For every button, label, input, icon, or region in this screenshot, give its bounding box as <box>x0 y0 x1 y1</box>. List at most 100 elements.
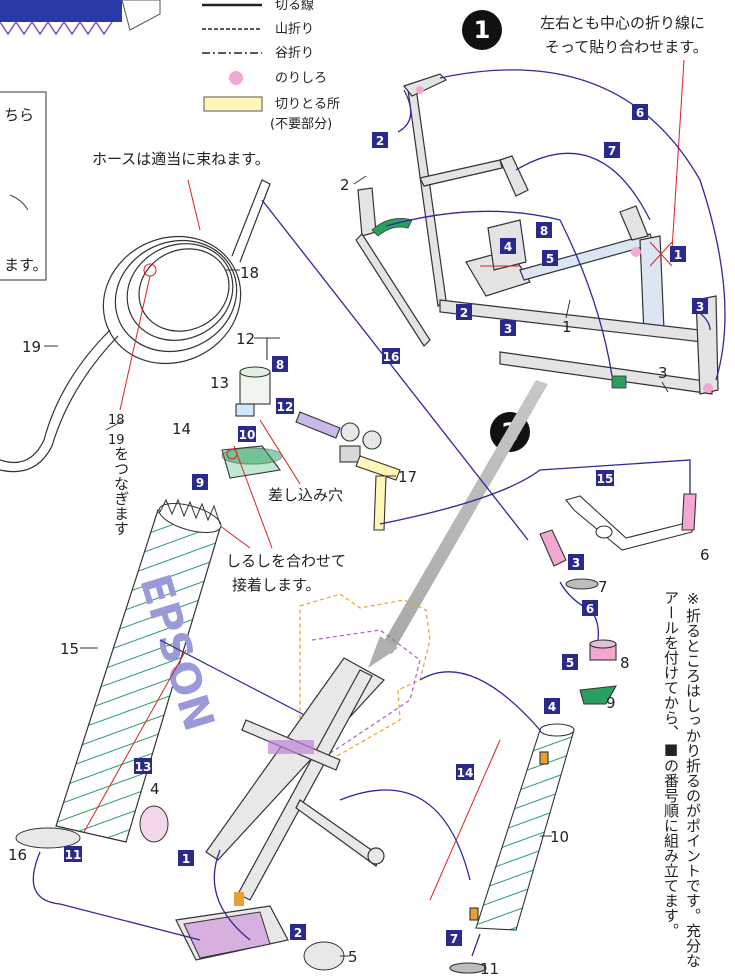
svg-text:6: 6 <box>700 546 710 564</box>
right-parts <box>449 493 697 974</box>
insert-hole-note: 差し込み穴 <box>268 486 343 504</box>
svg-text:13: 13 <box>210 374 229 392</box>
svg-text:16: 16 <box>383 350 400 364</box>
hose-bundle-note: ホースは適当に束ねます。 <box>92 150 270 168</box>
badge-2b: 2 <box>456 304 472 320</box>
legend: 切る線 山折り 谷折り のりしろ 切りとる所 (不要部分) <box>202 0 340 132</box>
badge-8: 8 <box>536 222 552 238</box>
folding-tip-note: ※折るところはしっかり折るのがポイントです。充分なアールを付けてから、■の番号順… <box>662 590 702 968</box>
svg-text:8: 8 <box>540 224 548 238</box>
svg-text:2: 2 <box>340 176 350 194</box>
svg-text:13: 13 <box>135 760 152 774</box>
step-badges: 1 1 2 2 2 3 3 3 4 4 5 5 6 6 7 7 8 8 9 10… <box>64 104 708 946</box>
align-marks-2: 接着します。 <box>232 576 321 594</box>
frame-assembly-top <box>355 73 719 395</box>
badge-14: 14 <box>456 764 474 780</box>
sheet-fragment <box>0 0 161 36</box>
badge-6: 6 <box>632 104 648 120</box>
badge-8b: 8 <box>272 356 288 372</box>
svg-text:7: 7 <box>608 144 616 158</box>
badge-4b: 4 <box>544 698 560 714</box>
badge-15: 15 <box>596 470 614 486</box>
badge-1: 1 <box>670 246 686 262</box>
svg-text:7: 7 <box>598 578 608 596</box>
glue-swatch <box>229 71 243 85</box>
svg-text:5: 5 <box>566 656 574 670</box>
badge-7: 7 <box>604 142 620 158</box>
legend-glue: のりしろ <box>275 71 327 86</box>
join-18-19-text: をつなぎます <box>112 446 130 536</box>
svg-text:1: 1 <box>182 852 190 866</box>
svg-text:12: 12 <box>277 400 294 414</box>
legend-valley: 谷折り <box>275 46 314 61</box>
svg-text:5: 5 <box>348 948 358 966</box>
step1-note-line2: そって貼り合わせます。 <box>545 38 708 56</box>
badge-6b: 6 <box>582 600 598 616</box>
svg-text:18: 18 <box>108 413 125 428</box>
svg-text:8: 8 <box>620 654 630 672</box>
align-marks-1: しるしを合わせて <box>226 552 346 570</box>
svg-text:15: 15 <box>60 640 79 658</box>
svg-text:19: 19 <box>108 433 125 448</box>
svg-text:1: 1 <box>674 248 682 262</box>
legend-cut: 切る線 <box>275 0 314 13</box>
cut-swatch <box>203 96 263 112</box>
badge-16: 16 <box>382 348 400 364</box>
svg-text:6: 6 <box>586 602 594 616</box>
badge-12: 12 <box>276 398 294 414</box>
badge-2c: 2 <box>290 924 306 940</box>
svg-text:19: 19 <box>22 338 41 356</box>
left-box-text-1: ちら <box>4 106 34 124</box>
legend-mountain: 山折り <box>275 22 314 37</box>
badge-1b: 1 <box>178 850 194 866</box>
svg-text:9: 9 <box>196 476 204 490</box>
svg-text:3: 3 <box>572 556 580 570</box>
svg-text:9: 9 <box>606 694 616 712</box>
svg-text:4: 4 <box>150 780 160 798</box>
step1-note-pointer <box>671 59 685 251</box>
left-note-box: ちら ます。 <box>0 91 48 281</box>
regulator-parts <box>221 337 401 531</box>
legend-cutaway: 切りとる所 <box>275 97 340 112</box>
badge-4: 4 <box>500 238 516 254</box>
svg-text:3: 3 <box>696 300 704 314</box>
svg-text:6: 6 <box>636 106 644 120</box>
svg-text:1: 1 <box>562 318 572 336</box>
badge-2: 2 <box>372 132 388 148</box>
svg-text:10: 10 <box>239 428 256 442</box>
svg-text:14: 14 <box>172 420 191 438</box>
svg-text:2: 2 <box>460 306 468 320</box>
svg-text:7: 7 <box>450 932 458 946</box>
svg-text:11: 11 <box>65 848 82 862</box>
join-18-19-note: 18 19 <box>105 413 125 448</box>
badge-3: 3 <box>500 320 516 336</box>
step1-note-line1: 左右とも中心の折り線に <box>540 14 705 32</box>
badge-13: 13 <box>134 758 152 774</box>
cart-assembly <box>175 593 431 961</box>
step-1-marker: 1 <box>462 10 502 50</box>
svg-text:4: 4 <box>548 700 556 714</box>
badge-5b: 5 <box>562 654 578 670</box>
svg-text:10: 10 <box>550 828 569 846</box>
svg-text:4: 4 <box>504 240 512 254</box>
svg-text:5: 5 <box>546 252 554 266</box>
svg-text:17: 17 <box>398 468 417 486</box>
svg-text:12: 12 <box>236 330 255 348</box>
left-box-text-2: ます。 <box>4 256 48 274</box>
badge-3c: 3 <box>568 554 584 570</box>
tank-15: EPSON <box>55 498 224 843</box>
step2-arrow <box>368 380 548 668</box>
svg-text:8: 8 <box>276 358 284 372</box>
svg-text:3: 3 <box>658 364 668 382</box>
badge-9: 9 <box>192 474 208 490</box>
svg-text:15: 15 <box>597 472 614 486</box>
svg-text:1: 1 <box>474 16 491 44</box>
svg-text:18: 18 <box>240 264 259 282</box>
svg-text:3: 3 <box>504 322 512 336</box>
badge-7b: 7 <box>446 930 462 946</box>
svg-text:11: 11 <box>480 960 499 978</box>
svg-text:2: 2 <box>376 134 384 148</box>
badge-5: 5 <box>542 250 558 266</box>
badge-3b: 3 <box>692 298 708 314</box>
